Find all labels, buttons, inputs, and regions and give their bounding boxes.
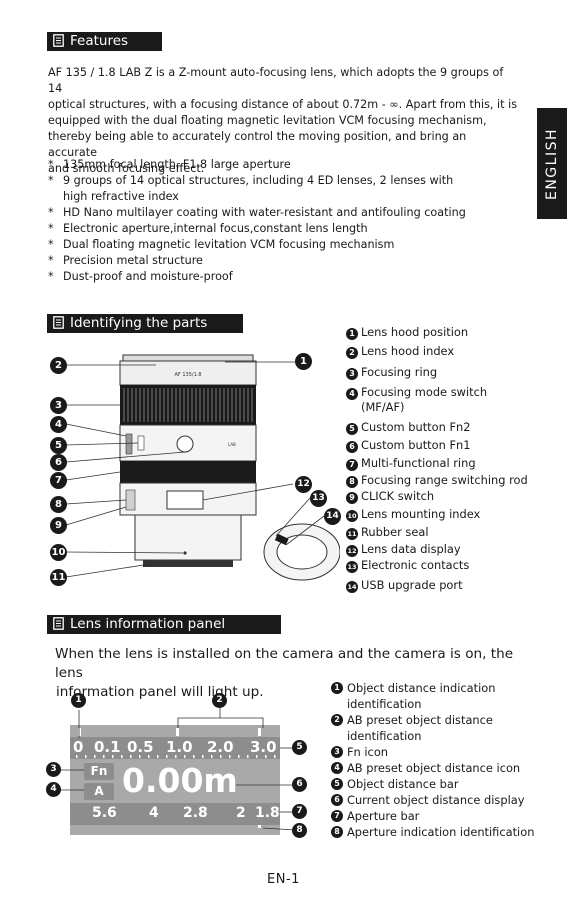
- lens-callout-6: 6: [50, 454, 67, 471]
- features-header: Features: [47, 32, 162, 51]
- distance-tick-label: 1.0: [166, 738, 193, 756]
- distance-tick-label: 0: [73, 738, 84, 756]
- panel-callout-6: 6: [292, 777, 307, 792]
- lens-callout-13: 13: [310, 490, 327, 507]
- list-item: *135mm focal length, F1.8 large aperture: [48, 158, 291, 171]
- features-paragraph-line: equipped with the dual floating magnetic…: [48, 114, 487, 127]
- lens-callout-11: 11: [50, 569, 67, 586]
- lens-callout-2: 2: [50, 357, 67, 374]
- distance-tick-label: 2.0: [207, 738, 234, 756]
- aperture-tick-label: 4: [149, 805, 159, 821]
- parts-header: Identifying the parts: [47, 314, 243, 333]
- lens-info-display: 0 0.1 0.5 1.0 2.0 3.0 Fn A 0.00m 5.6 4 2…: [70, 725, 280, 835]
- panel-callout-8: 8: [292, 823, 307, 838]
- panel-callout-7: 7: [292, 804, 307, 819]
- list-item: *Electronic aperture,internal focus,cons…: [48, 222, 368, 235]
- panel-title: Lens information panel: [70, 616, 226, 632]
- lens-callout-3: 3: [50, 397, 67, 414]
- lens-callout-4: 4: [50, 416, 67, 433]
- list-item: *Dust-proof and moisture-proof: [48, 270, 233, 283]
- aperture-tick-label: 1.8: [255, 805, 280, 821]
- lens-brand-text: AF 135/1.8: [174, 372, 201, 378]
- lens-callout-9: 9: [50, 517, 67, 534]
- aperture-bar: [70, 803, 280, 825]
- distance-scale: 0 0.1 0.5 1.0 2.0 3.0: [70, 737, 280, 759]
- lens-callout-10: 10: [50, 544, 67, 561]
- current-distance-display: 0.00m: [122, 761, 238, 800]
- lens-illustration: AF 135/1.8 LAB: [65, 354, 340, 581]
- distance-tick-label: 3.0: [250, 738, 277, 756]
- book-icon: [53, 617, 64, 636]
- distance-bar: [70, 737, 280, 759]
- aperture-tick-label: 2: [236, 805, 246, 821]
- aperture-tick-label: 2.8: [183, 805, 208, 821]
- book-icon: [53, 34, 64, 53]
- lens-callout-12: 12: [295, 476, 312, 493]
- list-item: *9 groups of 14 optical structures, incl…: [48, 174, 454, 203]
- panel-callout-5: 5: [292, 740, 307, 755]
- panel-callout-3: 3: [46, 762, 61, 777]
- panel-header: Lens information panel: [47, 615, 281, 634]
- features-paragraph: AF 135 / 1.8 LAB Z is a Z-mount auto-foc…: [48, 65, 518, 177]
- lens-side-text: LAB: [228, 442, 236, 447]
- features-paragraph-line: and smooth focusing effect.: [48, 162, 205, 175]
- panel-intro-line: information panel will light up.: [56, 684, 264, 700]
- lens-callout-5: 5: [50, 437, 67, 454]
- list-item: *Dual floating magnetic levitation VCM f…: [48, 238, 395, 251]
- panel-callout-4: 4: [46, 782, 61, 797]
- lens-callout-14: 14: [324, 508, 341, 525]
- fn-icon: Fn: [84, 763, 114, 780]
- book-icon: [53, 316, 64, 335]
- lens-callout-7: 7: [50, 472, 67, 489]
- language-tab: ENGLISH: [537, 108, 567, 219]
- features-title: Features: [70, 33, 129, 49]
- features-paragraph-line: AF 135 / 1.8 LAB Z is a Z-mount auto-foc…: [48, 66, 504, 95]
- features-paragraph-line: optical structures, with a focusing dist…: [48, 98, 518, 111]
- panel-intro: When the lens is installed on the camera…: [55, 645, 525, 702]
- list-item: *Precision metal structure: [48, 254, 203, 267]
- features-paragraph-line: thereby being able to accurately control…: [48, 130, 467, 159]
- distance-tick-label: 0.1: [94, 738, 121, 756]
- lens-callout-8: 8: [50, 496, 67, 513]
- panel-intro-line: When the lens is installed on the camera…: [55, 646, 514, 681]
- features-bullet-list: *135mm focal length, F1.8 large aperture…: [48, 157, 518, 285]
- distance-tick-label: 0.5: [127, 738, 154, 756]
- language-tab-label: ENGLISH: [544, 127, 560, 200]
- panel-leader-lines: [60, 708, 296, 831]
- aperture-tick-label: 5.6: [92, 805, 117, 821]
- parts-title: Identifying the parts: [70, 315, 208, 331]
- panel-callout-1: 1: [71, 693, 86, 708]
- ab-preset-icon: A: [84, 783, 114, 800]
- lens-callout-1: 1: [295, 353, 312, 370]
- panel-callout-2: 2: [212, 693, 227, 708]
- list-item: *HD Nano multilayer coating with water-r…: [48, 206, 466, 219]
- page-number: EN-1: [267, 872, 300, 887]
